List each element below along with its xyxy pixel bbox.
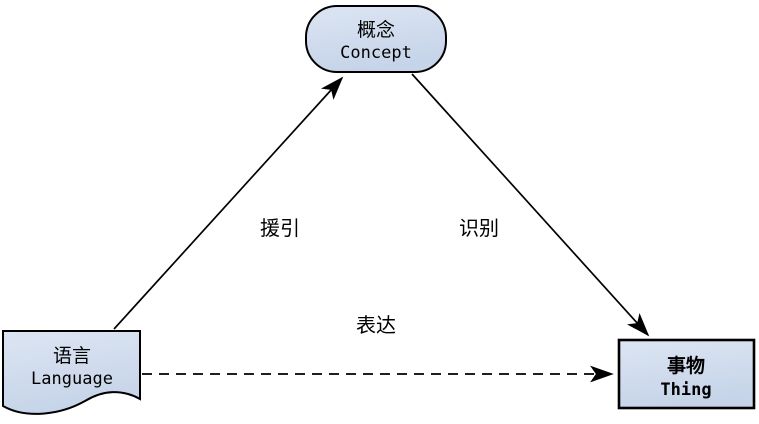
node-language: 语言 Language [2,330,141,415]
edge-language-to-concept [113,76,344,330]
node-concept: 概念 Concept [305,5,447,73]
node-language-label-zh: 语言 [53,345,91,367]
edge-label-identify: 识别 [459,216,499,240]
node-concept-shape [305,5,447,73]
edge-concept-to-thing [411,73,650,337]
edge-label-express: 表达 [356,313,396,337]
node-language-label-en: Language [31,369,113,389]
node-thing-label-en: Thing [660,380,711,400]
node-language-shape [2,330,141,415]
node-thing-shape [617,338,756,410]
node-thing: 事物 Thing [617,338,756,410]
edge-label-cite: 援引 [260,216,300,240]
node-concept-label-en: Concept [340,43,412,63]
node-concept-label-zh: 概念 [357,18,395,41]
node-thing-label-zh: 事物 [667,354,705,377]
